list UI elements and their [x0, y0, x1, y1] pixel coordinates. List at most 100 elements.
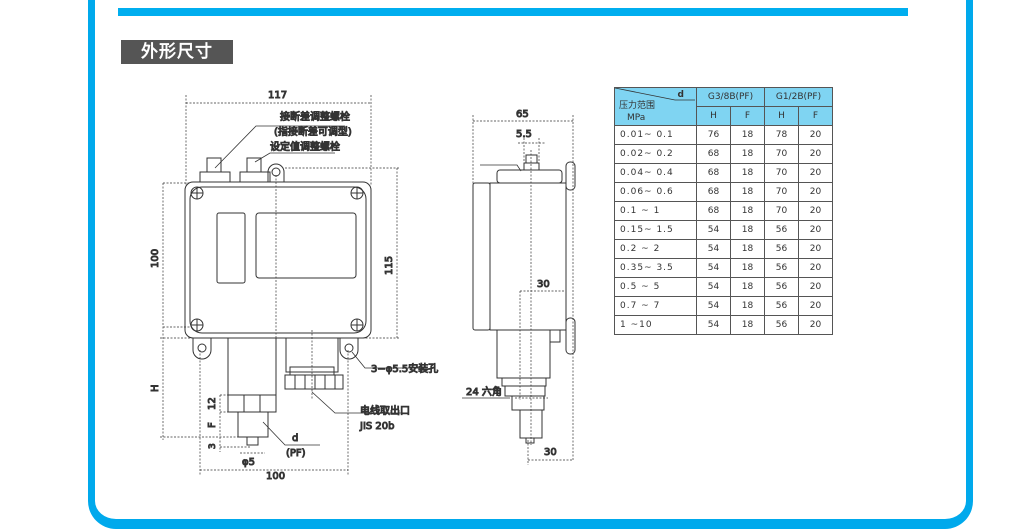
- value-cell: 20: [798, 315, 833, 335]
- value-cell: 18: [730, 277, 765, 297]
- label-d: d: [292, 433, 298, 444]
- corner-range-label: 压力范围: [619, 101, 656, 111]
- dim-5-5: 5.5: [516, 129, 532, 140]
- value-cell: 18: [730, 125, 765, 145]
- dim-65: 65: [516, 109, 529, 120]
- range-cell: 0.06~ 0.6: [614, 182, 697, 202]
- value-cell: 18: [730, 239, 765, 259]
- label-pf: (PF): [286, 448, 306, 459]
- range-cell: 0.01~ 0.1: [614, 125, 697, 145]
- range-cell: 0.35~ 3.5: [614, 258, 697, 278]
- top-accent-bar: [118, 8, 908, 16]
- dim-100-left: 100: [150, 249, 161, 268]
- value-cell: 56: [764, 296, 799, 316]
- value-cell: 70: [764, 201, 799, 221]
- label-hex: 24 六角: [466, 386, 502, 398]
- value-cell: 20: [798, 201, 833, 221]
- label-cable-outlet: 电线取出口: [360, 404, 410, 417]
- dim-f: F: [207, 422, 218, 428]
- dim-117: 117: [268, 90, 287, 101]
- value-cell: 56: [764, 277, 799, 297]
- value-cell: 56: [764, 315, 799, 335]
- corner-unit-label: MPa: [627, 113, 646, 123]
- range-cell: 0.2 ~ 2: [614, 239, 697, 259]
- corner-d: d: [677, 90, 684, 100]
- dim-h: H: [150, 384, 161, 392]
- pressure-range-table: d 压力范围 MPa G3/8B(PF) G1/2B(PF) H F H F 0…: [614, 87, 833, 335]
- value-cell: 54: [696, 296, 731, 316]
- value-cell: 18: [730, 201, 765, 221]
- page-frame: [88, 0, 973, 529]
- value-cell: 68: [696, 201, 731, 221]
- range-cell: 0.02~ 0.2: [614, 144, 697, 164]
- value-cell: 20: [798, 277, 833, 297]
- dim-100-bottom: 100: [266, 471, 285, 482]
- range-cell: 0.7 ~ 7: [614, 296, 697, 316]
- value-cell: 56: [764, 220, 799, 240]
- group-header: G3/8B(PF): [696, 87, 765, 107]
- value-cell: 68: [696, 163, 731, 183]
- value-cell: 20: [798, 239, 833, 259]
- front-view: 接断差调整螺栓 (指接断差可调型) 设定值调整螺栓 3−φ5.5安装孔 电线取出…: [150, 90, 439, 483]
- label-set-bolt: 设定值调整螺栓: [270, 140, 340, 153]
- range-cell: 0.04~ 0.4: [614, 163, 697, 183]
- value-cell: 54: [696, 258, 731, 278]
- value-cell: 54: [696, 315, 731, 335]
- value-cell: 20: [798, 258, 833, 278]
- dim-phi5: φ5: [242, 457, 255, 468]
- label-diff-bolt: 接断差调整螺栓: [280, 110, 350, 123]
- subheader: H: [696, 106, 731, 126]
- value-cell: 20: [798, 125, 833, 145]
- dim-115: 115: [384, 256, 395, 275]
- value-cell: 20: [798, 296, 833, 316]
- screw-icon: [190, 186, 364, 332]
- value-cell: 78: [764, 125, 799, 145]
- range-cell: 0.15~ 1.5: [614, 220, 697, 240]
- value-cell: 20: [798, 163, 833, 183]
- value-cell: 68: [696, 144, 731, 164]
- section-title: 外形尺寸: [121, 40, 233, 64]
- side-view: 65 5.5 30 30 24 六角: [462, 109, 576, 465]
- dim-30-bottom: 30: [544, 447, 557, 458]
- value-cell: 20: [798, 220, 833, 240]
- dim-12: 12: [207, 397, 218, 410]
- value-cell: 56: [764, 239, 799, 259]
- label-mount-holes: 3−φ5.5安装孔: [371, 362, 438, 375]
- value-cell: 76: [696, 125, 731, 145]
- range-cell: 0.5 ~ 5: [614, 277, 697, 297]
- value-cell: 18: [730, 163, 765, 183]
- value-cell: 54: [696, 220, 731, 240]
- value-cell: 18: [730, 182, 765, 202]
- table-corner-header: d 压力范围 MPa: [614, 87, 697, 126]
- value-cell: 18: [730, 315, 765, 335]
- value-cell: 20: [798, 182, 833, 202]
- label-diff-bolt-note: (指接断差可调型): [274, 125, 352, 138]
- value-cell: 68: [696, 182, 731, 202]
- subheader: F: [730, 106, 765, 126]
- dim-30-mid: 30: [537, 279, 550, 290]
- value-cell: 54: [696, 277, 731, 297]
- subheader: H: [764, 106, 799, 126]
- value-cell: 18: [730, 258, 765, 278]
- value-cell: 70: [764, 163, 799, 183]
- value-cell: 20: [798, 144, 833, 164]
- group-header: G1/2B(PF): [764, 87, 833, 107]
- value-cell: 54: [696, 239, 731, 259]
- range-cell: 0.1 ~ 1: [614, 201, 697, 221]
- dim-3: 3: [208, 443, 218, 449]
- value-cell: 56: [764, 258, 799, 278]
- subheader: F: [798, 106, 833, 126]
- value-cell: 18: [730, 144, 765, 164]
- label-jis: JIS 20b: [359, 421, 395, 432]
